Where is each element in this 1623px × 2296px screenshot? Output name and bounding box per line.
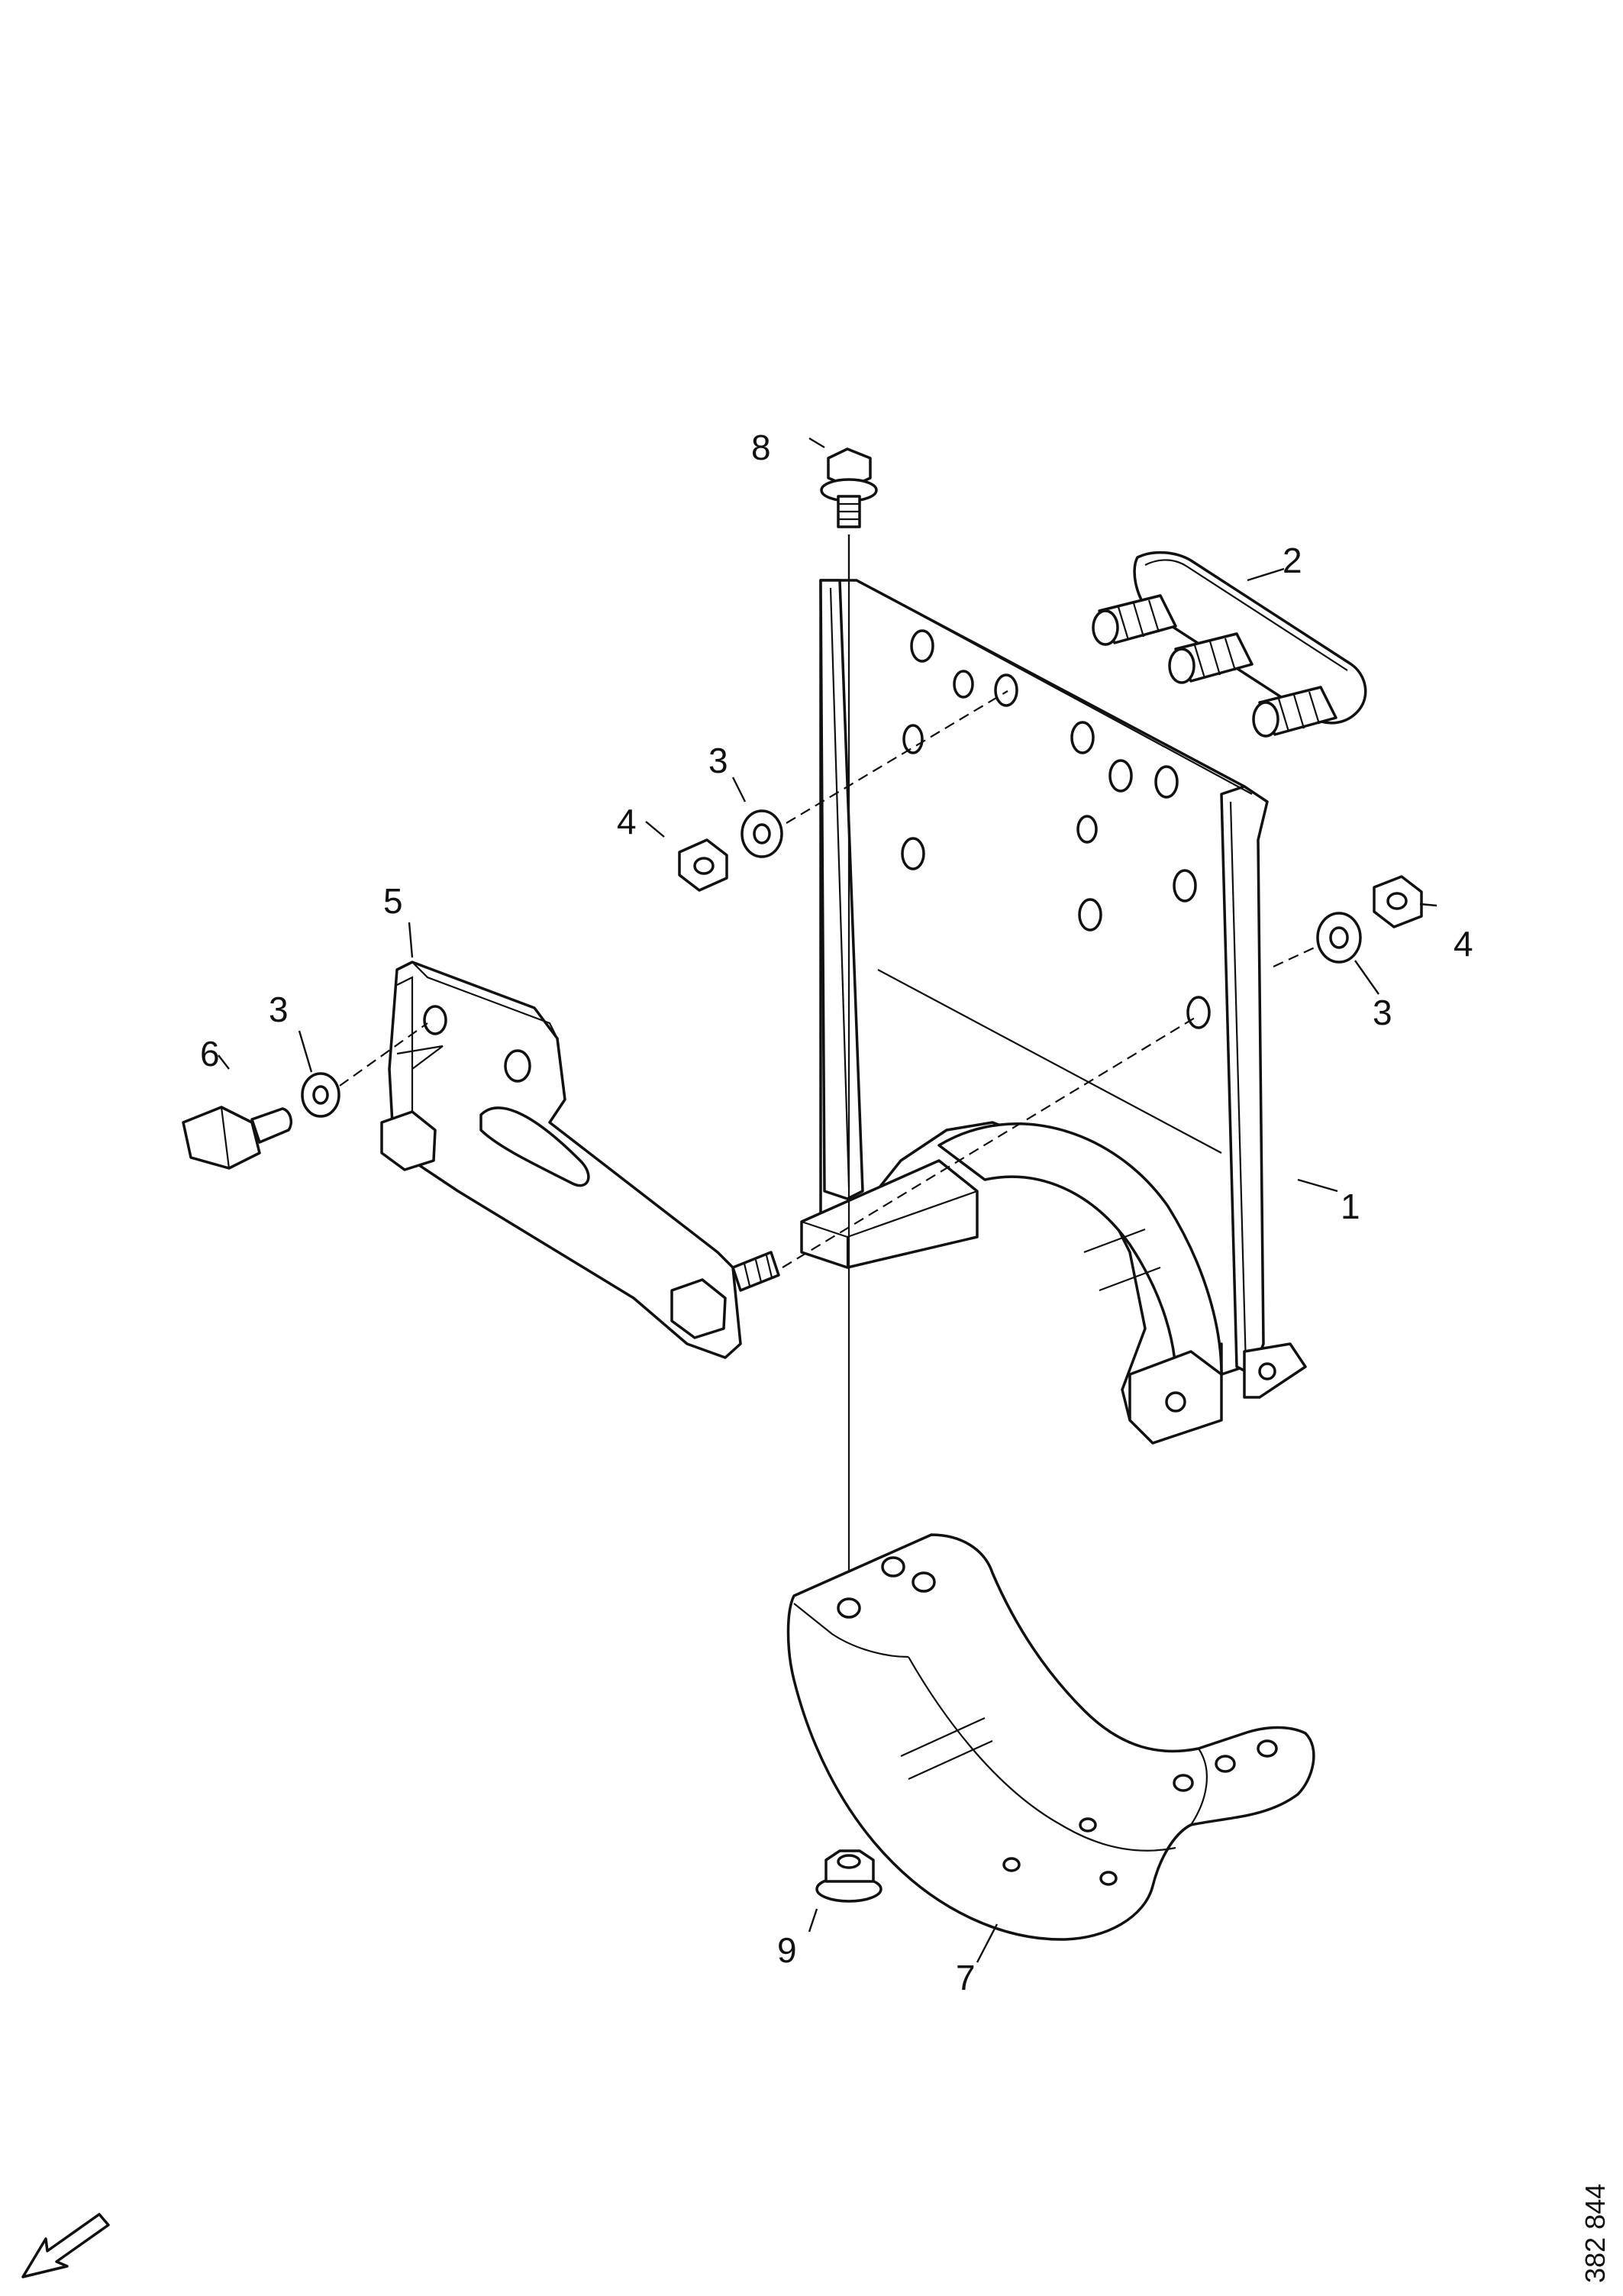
stud-plate-part (1092, 551, 1367, 738)
callout-5: 5 (383, 881, 403, 921)
callout-9: 9 (777, 1930, 797, 1970)
callout-3-left: 3 (269, 990, 289, 1029)
top-flange-bolt-part (820, 447, 878, 1703)
lower-strap-part (786, 1533, 1315, 1941)
callout-labels: 1 2 3 3 3 4 4 5 6 7 8 9 (200, 428, 1473, 1997)
arrow-down-left-icon (21, 2213, 110, 2278)
leader-lines (218, 437, 1437, 1963)
drawing-reference-number: 382 844 (1579, 2184, 1611, 2283)
callout-2: 2 (1283, 541, 1302, 580)
support-bracket-part (380, 961, 1199, 1359)
callout-3-upper: 3 (708, 741, 728, 780)
right-fastener-group (1273, 875, 1423, 967)
callout-1: 1 (1341, 1187, 1360, 1226)
callout-3-right: 3 (1373, 993, 1392, 1032)
flange-nut-part (815, 1849, 882, 1903)
callout-4-left: 4 (617, 802, 637, 841)
bracket-plate-part (800, 579, 1307, 1445)
callout-8: 8 (751, 428, 771, 467)
callout-6: 6 (200, 1034, 220, 1074)
hex-bolt-group (182, 1022, 428, 1170)
left-upper-fastener-group (678, 690, 1008, 892)
callout-7: 7 (956, 1958, 976, 1997)
callout-4-right: 4 (1454, 924, 1473, 964)
